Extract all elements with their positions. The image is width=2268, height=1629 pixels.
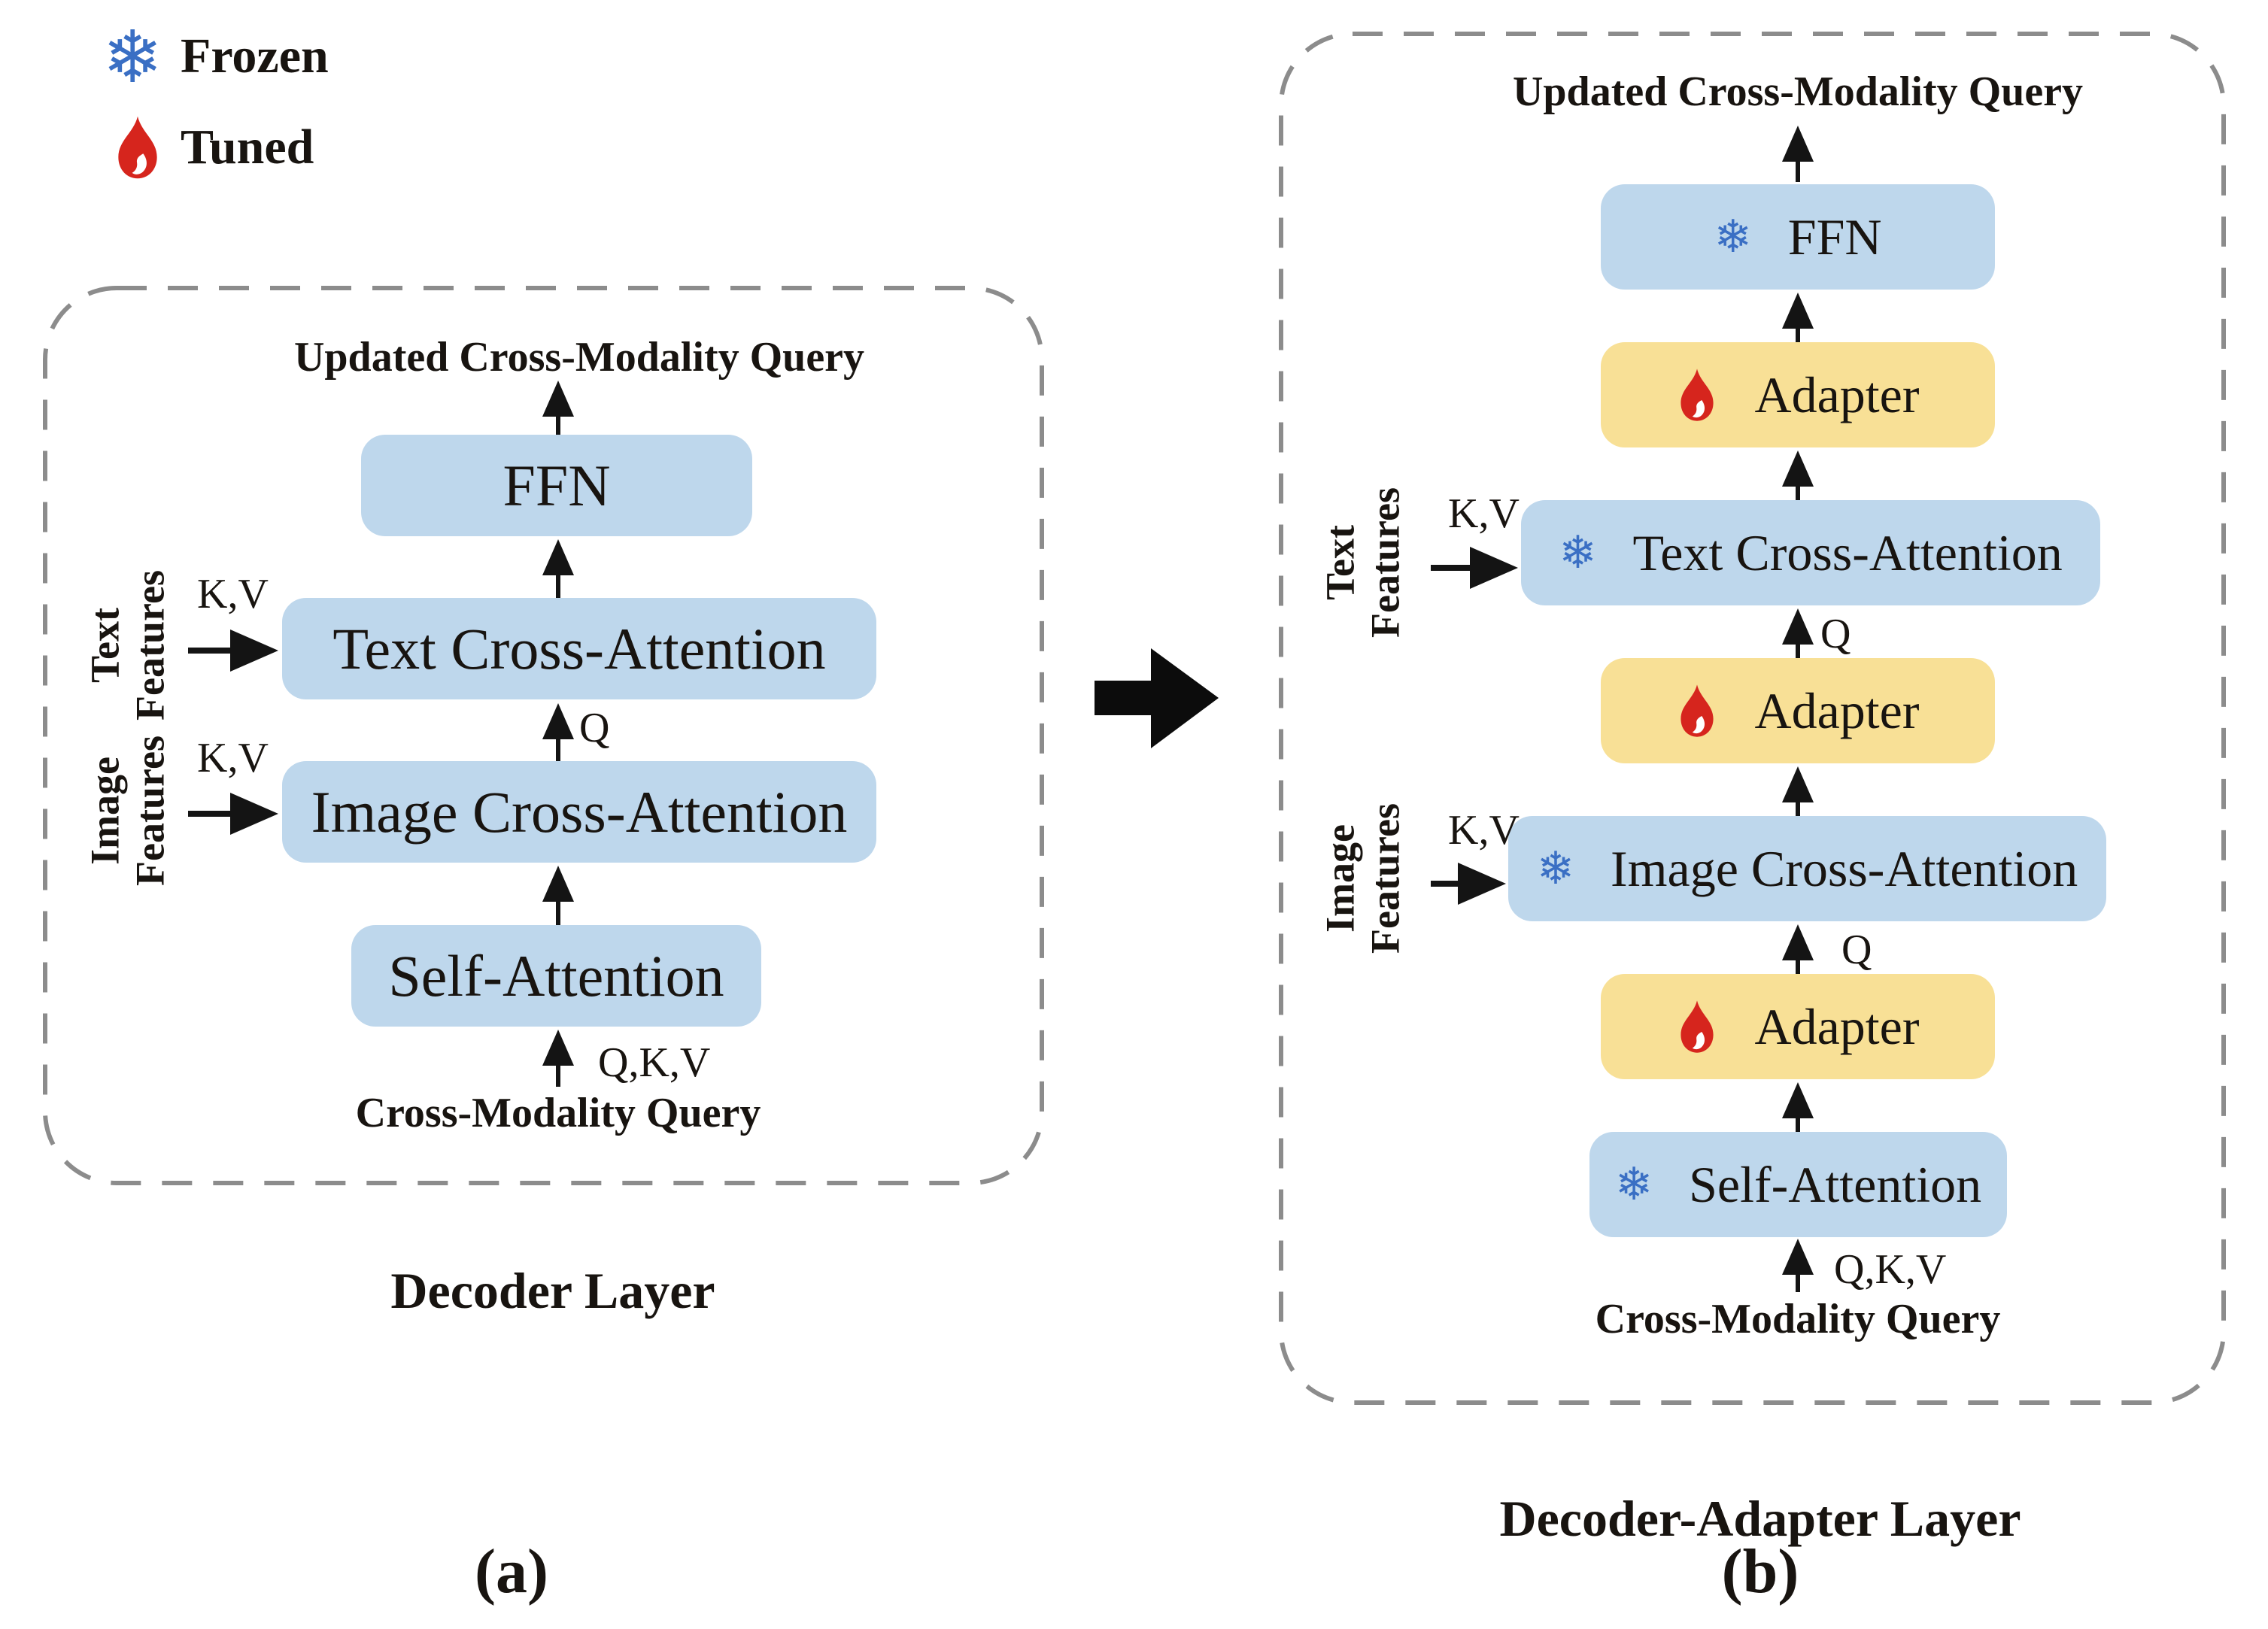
- adapter-box-1: Adapter: [1601, 342, 1995, 447]
- vlabel-line: Text: [82, 607, 128, 684]
- flame-icon: [1676, 683, 1718, 739]
- vlabel-line: Text: [1317, 524, 1363, 601]
- text-features-label-b: Text Features: [1318, 487, 1409, 638]
- qkv-port-label-b: Q,K,V: [1834, 1246, 1947, 1293]
- adapter-box-2: Adapter: [1601, 658, 1995, 763]
- box-label: Image Cross-Attention: [311, 778, 848, 845]
- vlabel-line: Image: [82, 757, 128, 865]
- snowflake-icon: ❄: [102, 15, 163, 99]
- panel-b-tag: (b): [1721, 1536, 1799, 1606]
- image-kv-label-a: K,V: [197, 735, 269, 781]
- vlabel-line: Features: [128, 736, 173, 886]
- q-port-label-a: Q: [579, 705, 610, 751]
- self-attention-box-b: ❄ Self-Attention: [1589, 1132, 2007, 1237]
- image-features-label-b: Image Features: [1318, 803, 1409, 954]
- legend-tuned-label: Tuned: [181, 120, 314, 174]
- panel-a-flow-arrows: [188, 381, 574, 1087]
- flame-icon: [1676, 999, 1718, 1054]
- panel-b-output-label: Updated Cross-Modality Query: [1512, 68, 2084, 115]
- box-label: Image Cross-Attention: [1610, 840, 2078, 897]
- ffn-box-b: ❄ FFN: [1601, 184, 1995, 290]
- box-label: Adapter: [1754, 682, 1920, 739]
- vlabel-line: Image: [1317, 824, 1363, 933]
- legend-frozen-label: Frozen: [181, 29, 329, 83]
- panel-b-input-label: Cross-Modality Query: [1595, 1296, 2001, 1342]
- vlabel-line: Features: [1363, 803, 1408, 954]
- box-label: Adapter: [1754, 998, 1920, 1055]
- snowflake-icon: ❄: [1614, 1158, 1653, 1211]
- box-label: Adapter: [1754, 366, 1920, 423]
- text-cross-attention-box-b: ❄ Text Cross-Attention: [1521, 500, 2100, 605]
- flame-icon: [113, 114, 162, 180]
- transform-arrow-icon: [1095, 648, 1219, 748]
- self-attention-box-a: Self-Attention: [351, 925, 761, 1027]
- panel-a-tag: (a): [475, 1536, 548, 1606]
- box-label: Text Cross-Attention: [1632, 524, 2063, 581]
- vlabel-line: Features: [1363, 487, 1408, 638]
- image-cross-attention-box-b: ❄ Image Cross-Attention: [1508, 816, 2106, 921]
- qkv-port-label-a: Q,K,V: [598, 1039, 711, 1086]
- image-features-label-a: Image Features: [83, 736, 174, 886]
- image-cross-attention-box-a: Image Cross-Attention: [282, 761, 876, 863]
- panel-a-dashed-border: [43, 286, 1044, 1185]
- box-label: Text Cross-Attention: [332, 615, 826, 681]
- box-label: FFN: [1787, 208, 1882, 265]
- text-features-label-a: Text Features: [83, 570, 174, 720]
- snowflake-icon: ❄: [1559, 526, 1597, 579]
- text-kv-label-b: K,V: [1448, 490, 1520, 537]
- panel-a-caption: Decoder Layer: [390, 1262, 715, 1319]
- q-port-label-b2: Q: [1841, 927, 1872, 973]
- q-port-label-b1: Q: [1820, 611, 1851, 657]
- panel-b-flow-arrows: [1431, 126, 1814, 1292]
- ffn-box-a: FFN: [361, 435, 752, 536]
- image-kv-label-b: K,V: [1448, 807, 1520, 854]
- panel-a-input-label: Cross-Modality Query: [355, 1090, 761, 1136]
- box-label: Self-Attention: [1689, 1156, 1982, 1213]
- panel-a-output-label: Updated Cross-Modality Query: [293, 334, 865, 381]
- adapter-box-3: Adapter: [1601, 974, 1995, 1079]
- panel-b-caption: Decoder-Adapter Layer: [1499, 1490, 2021, 1547]
- text-kv-label-a: K,V: [197, 571, 269, 617]
- box-label: Self-Attention: [388, 942, 724, 1009]
- flame-icon: [1676, 367, 1718, 423]
- vlabel-line: Features: [128, 570, 173, 720]
- box-label: FFN: [502, 452, 611, 518]
- snowflake-icon: ❄: [1714, 211, 1752, 263]
- text-cross-attention-box-a: Text Cross-Attention: [282, 598, 876, 699]
- snowflake-icon: ❄: [1536, 842, 1574, 895]
